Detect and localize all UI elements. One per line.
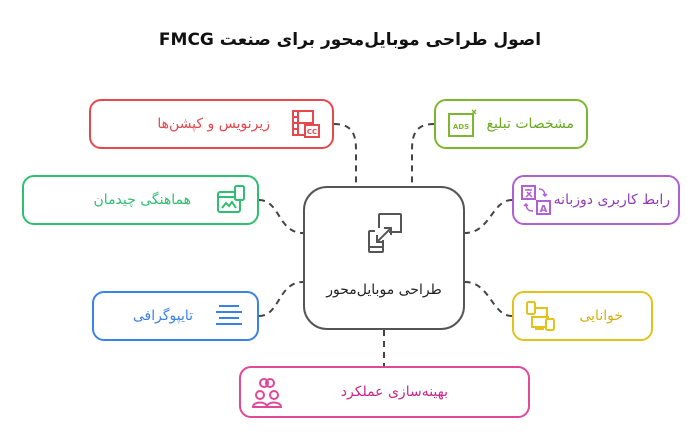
node-readability[interactable]: خوانایی xyxy=(512,291,653,341)
connector-bilingual-ui xyxy=(464,199,513,234)
node-ad-specs[interactable]: ADS مشخصات تبلیغ xyxy=(434,99,588,149)
node-subtitles[interactable]: CC زیرنویس و کپشن‌ها xyxy=(89,99,334,149)
connector-layout-harmony xyxy=(258,199,304,234)
translate-icon: A xyxy=(520,184,552,216)
svg-text:ADS: ADS xyxy=(453,123,469,131)
team-link-icon xyxy=(251,376,283,408)
node-bilingual-ui[interactable]: A رابط کاربری دوزبانه xyxy=(512,175,680,225)
connector-typography xyxy=(258,281,304,317)
text-lines-icon xyxy=(213,300,245,332)
node-label: خوانایی xyxy=(579,308,623,324)
node-typography[interactable]: تایپوگرافی xyxy=(92,291,259,341)
svg-text:A: A xyxy=(540,204,548,215)
connector-ad-specs xyxy=(411,123,435,186)
svg-text:CC: CC xyxy=(307,128,317,136)
node-label: هماهنگی چیدمان xyxy=(93,192,191,208)
diagram-title: اصول طراحی موبایل‌محور برای صنعت FMCG xyxy=(158,30,542,50)
node-label: زیرنویس و کپشن‌ها xyxy=(157,116,270,132)
connector-readability xyxy=(464,281,513,317)
ads-icon: ADS xyxy=(446,108,478,140)
node-performance[interactable]: بهینه‌سازی عملکرد xyxy=(239,366,530,418)
node-label: رابط کاربری دوزبانه xyxy=(553,192,670,208)
resize-devices-icon xyxy=(367,212,405,254)
center-node[interactable]: طراحی موبایل‌محور xyxy=(303,186,465,330)
node-label: تایپوگرافی xyxy=(132,308,193,324)
node-label: بهینه‌سازی عملکرد xyxy=(340,384,448,400)
node-layout-harmony[interactable]: هماهنگی چیدمان xyxy=(22,175,259,225)
devices-icon xyxy=(524,300,556,332)
film-cc-icon: CC xyxy=(290,108,322,140)
node-label: مشخصات تبلیغ xyxy=(486,116,575,132)
center-label: طراحی موبایل‌محور xyxy=(326,282,442,298)
connector-subtitles xyxy=(333,123,357,186)
responsive-layout-icon xyxy=(215,184,247,216)
